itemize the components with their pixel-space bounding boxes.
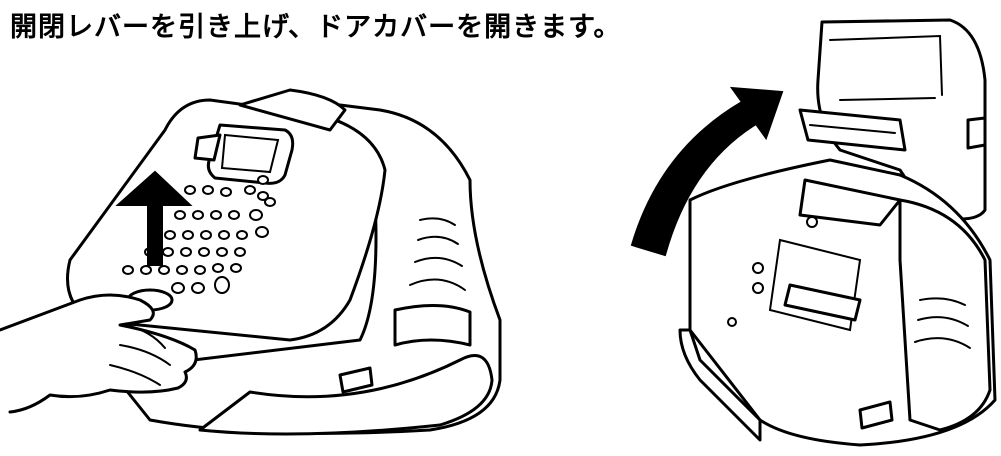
keypad-keys [122, 175, 276, 294]
printer-open-illustration [600, 0, 1001, 456]
hand-icon [0, 293, 198, 414]
printer-closed-illustration [0, 60, 520, 456]
instruction-text: 開閉レバーを引き上げ、ドアカバーを開きます。 [10, 12, 622, 43]
lift-arrow-icon [115, 170, 193, 266]
open-arrow-icon [630, 86, 784, 257]
